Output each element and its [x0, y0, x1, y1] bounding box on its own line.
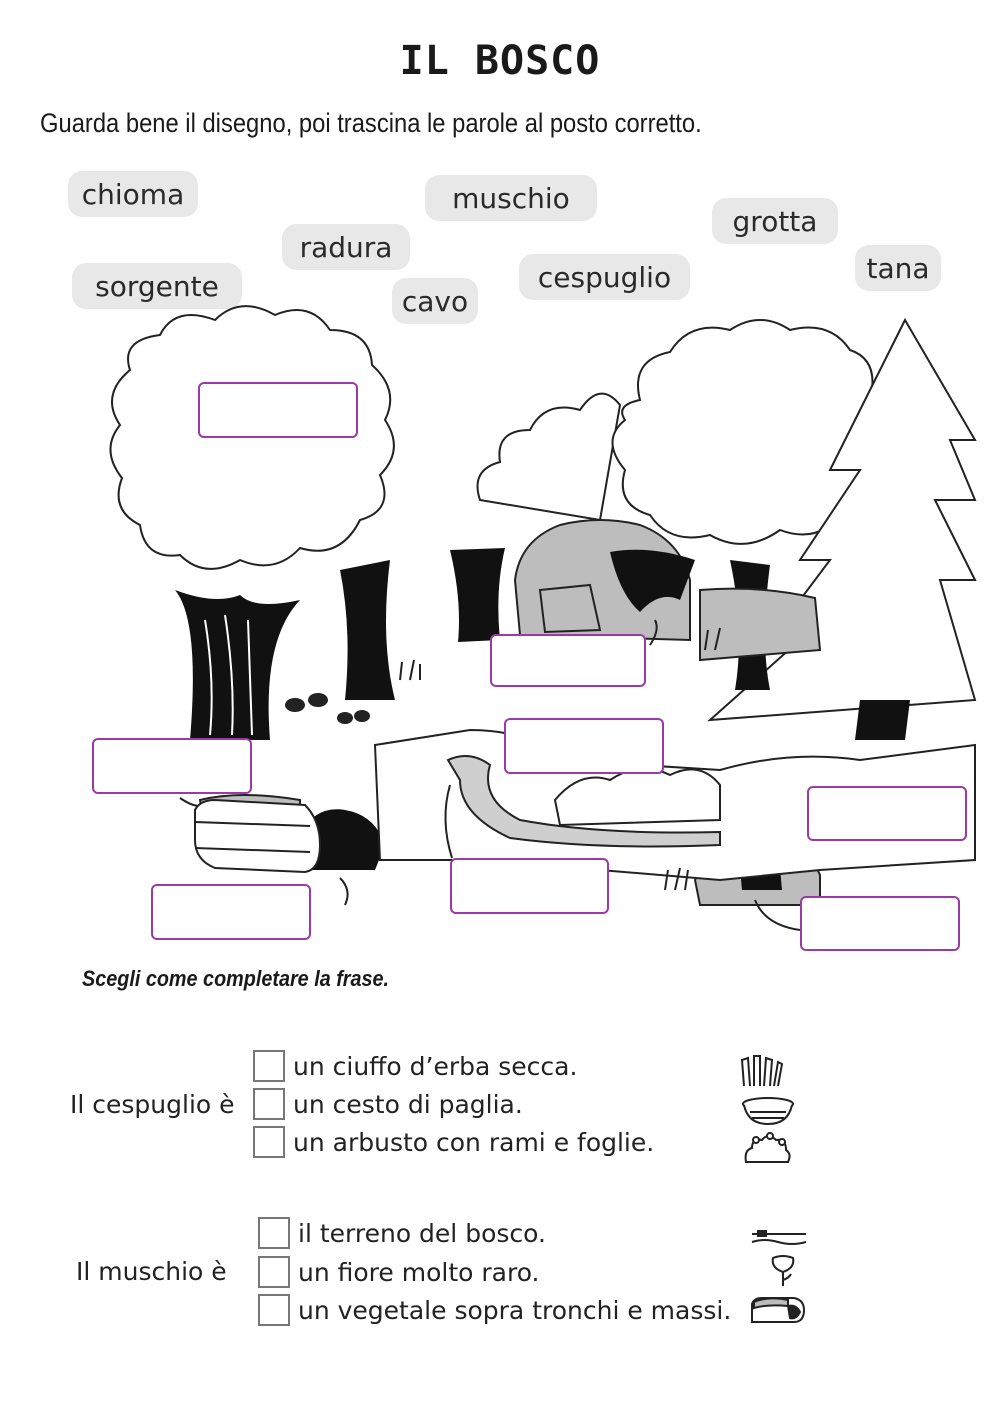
flower-icon: [771, 1255, 795, 1286]
question-2-label: Il muschio è: [76, 1257, 227, 1286]
checkbox[interactable]: [253, 1126, 285, 1158]
word-chip-chioma[interactable]: chioma: [68, 171, 198, 217]
drop-zone-radura[interactable]: [450, 858, 609, 914]
word-chip-radura[interactable]: radura: [282, 224, 410, 270]
checkbox[interactable]: [258, 1256, 290, 1288]
question-1-option-2[interactable]: un cesto di paglia.: [253, 1088, 523, 1120]
ground-icon: [751, 1230, 807, 1245]
mossy-log-icon: [751, 1297, 806, 1323]
page-title: IL BOSCO: [399, 38, 601, 84]
question-1-label: Il cespuglio è: [70, 1090, 235, 1119]
checkbox[interactable]: [253, 1050, 285, 1082]
option-text: un ciuffo d’erba secca.: [293, 1051, 578, 1081]
question-2-option-1[interactable]: il terreno del bosco.: [258, 1217, 546, 1249]
checkbox[interactable]: [253, 1088, 285, 1120]
option-text: un fiore molto raro.: [298, 1257, 540, 1287]
option-text: un cesto di paglia.: [293, 1089, 523, 1119]
checkbox[interactable]: [258, 1294, 290, 1326]
drop-zone-chioma[interactable]: [198, 382, 358, 438]
grass-tuft-icon: [740, 1055, 784, 1087]
word-chip-muschio[interactable]: muschio: [425, 175, 597, 221]
drop-zone-cavo[interactable]: [151, 884, 311, 940]
option-text: un arbusto con rami e foglie.: [293, 1127, 655, 1157]
question-subtitle: Scegli come completare la frase.: [82, 966, 390, 991]
instruction-text: Guarda bene il disegno, poi trascina le …: [40, 108, 702, 138]
word-chip-cespuglio[interactable]: cespuglio: [519, 254, 690, 300]
word-chip-tana[interactable]: tana: [855, 245, 941, 291]
word-chip-grotta[interactable]: grotta: [712, 198, 838, 244]
drop-zone-cespuglio[interactable]: [807, 786, 967, 841]
drop-zone-muschio[interactable]: [92, 738, 252, 794]
drop-zone-grotta[interactable]: [490, 634, 646, 687]
question-2-option-3[interactable]: un vegetale sopra tronchi e massi.: [258, 1294, 731, 1326]
question-1-option-3[interactable]: un arbusto con rami e foglie.: [253, 1126, 654, 1158]
question-1-option-1[interactable]: un ciuffo d’erba secca.: [253, 1050, 577, 1082]
option-text: un vegetale sopra tronchi e massi.: [298, 1295, 732, 1325]
basket-icon: [742, 1097, 794, 1126]
drop-zone-sorgente[interactable]: [504, 718, 664, 774]
option-text: il terreno del bosco.: [298, 1218, 546, 1248]
word-chip-sorgente[interactable]: sorgente: [72, 263, 242, 309]
question-2-option-2[interactable]: un fiore molto raro.: [258, 1256, 540, 1288]
drop-zone-tana[interactable]: [800, 896, 960, 951]
checkbox[interactable]: [258, 1217, 290, 1249]
bush-icon: [744, 1132, 791, 1163]
word-chip-cavo[interactable]: cavo: [392, 278, 478, 324]
